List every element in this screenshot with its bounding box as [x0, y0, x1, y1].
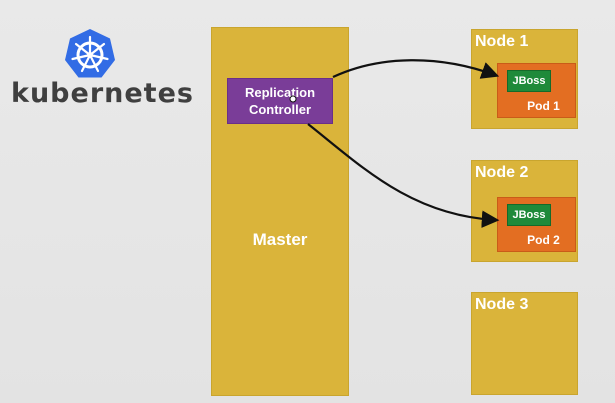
replication-controller-label-line1: Replication	[244, 85, 316, 100]
node-2-box: Node 2 JBoss Pod 2	[471, 160, 578, 262]
jboss-container-2: JBoss	[507, 204, 551, 226]
pod-2-label: Pod 2	[527, 233, 560, 247]
node-1-box: Node 1 JBoss Pod 1	[471, 29, 578, 129]
jboss-container-1: JBoss	[507, 70, 551, 92]
node-3-label: Node 3	[475, 296, 529, 313]
replication-controller-label-line2: Controller	[248, 102, 312, 117]
node-2-label: Node 2	[475, 164, 529, 181]
replication-controller-box: Replication Controller	[227, 78, 333, 124]
kubernetes-helm-wheel-icon	[65, 29, 115, 78]
pod-1-label: Pod 1	[527, 99, 560, 113]
pod-1-box: JBoss Pod 1	[497, 63, 576, 118]
mouse-cursor-icon	[289, 95, 297, 103]
node-3-box: Node 3	[471, 292, 578, 395]
node-1-label: Node 1	[475, 33, 529, 50]
logo-wordmark: kubernetes	[11, 78, 194, 109]
pod-2-box: JBoss Pod 2	[497, 197, 576, 252]
master-label: Master	[252, 230, 308, 249]
